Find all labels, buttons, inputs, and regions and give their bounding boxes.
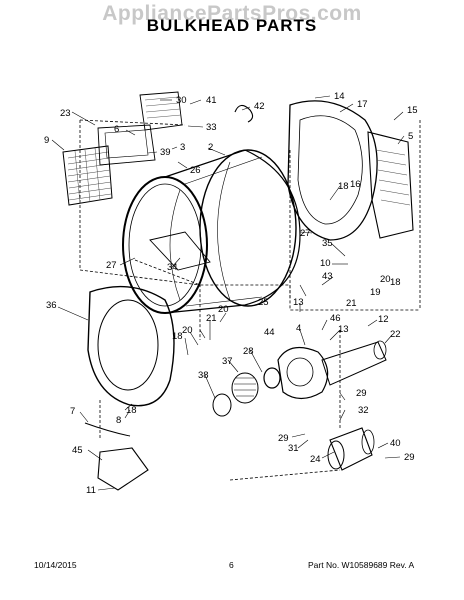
callout: 46	[330, 313, 341, 324]
callout: 17	[357, 99, 368, 110]
footer-part-number: Part No. W10589689 Rev. A	[308, 560, 415, 570]
rear-bulkhead	[287, 100, 414, 241]
callout: 37	[222, 356, 233, 367]
callout: 18	[338, 181, 349, 192]
callout: 29	[356, 388, 367, 399]
callout: 11	[86, 485, 96, 496]
drum	[122, 149, 301, 314]
footer-date: 10/14/2015	[34, 560, 77, 570]
callout: 20	[218, 304, 229, 315]
callout: 7	[70, 406, 75, 417]
callout: 24	[310, 454, 321, 465]
callout: 19	[370, 287, 381, 298]
callout: 14	[334, 91, 345, 102]
callout: 21	[206, 313, 217, 324]
callout: 18	[126, 405, 137, 416]
callout: 23	[60, 108, 71, 119]
callout: 2	[208, 142, 213, 153]
callout: 6	[114, 124, 119, 135]
callout: 4	[296, 323, 301, 334]
leader-lines	[51, 95, 405, 491]
callout: 25	[258, 297, 269, 308]
callout: 27	[300, 228, 311, 239]
callout: 26	[190, 165, 201, 176]
callout: 36	[46, 300, 57, 311]
page-title: BULKHEAD PARTS	[146, 16, 318, 35]
watermark: AppliancePartsPros.com	[102, 2, 362, 25]
callout: 18	[172, 331, 183, 342]
callout: 40	[390, 438, 401, 449]
callout: 43	[322, 271, 333, 282]
callout: 33	[206, 122, 217, 133]
callout: 13	[338, 324, 349, 335]
callout: 8	[116, 415, 121, 426]
callout: 5	[408, 131, 413, 142]
blower-fan	[212, 367, 281, 417]
callout: 16	[350, 179, 361, 190]
callout: 31	[288, 443, 299, 454]
callout: 20	[380, 274, 391, 285]
callout: 18	[390, 277, 401, 288]
callout: 32	[358, 405, 369, 416]
callout: 44	[264, 327, 275, 338]
callout: 12	[378, 314, 389, 325]
callout: 38	[198, 370, 209, 381]
callout: 3	[180, 142, 185, 153]
callout: 39	[160, 147, 171, 158]
callout: 13	[293, 297, 304, 308]
callout: 15	[407, 105, 418, 116]
callout-numbers: 30 41 42 14 17 15 23 6 33 3 5 9 39 2 26 …	[44, 91, 418, 496]
lint-grille	[62, 145, 113, 206]
wire-harness	[234, 104, 254, 123]
blower-housing	[277, 340, 387, 400]
callout: 29	[278, 433, 289, 444]
callout: 10	[320, 258, 331, 269]
vent-duct	[84, 422, 149, 491]
callout: 9	[44, 135, 49, 146]
footer-page-number: 6	[229, 560, 234, 570]
callout: 20	[182, 325, 193, 336]
callout: 22	[390, 329, 401, 340]
front-bulkhead	[87, 285, 175, 407]
callout: 27	[106, 260, 117, 271]
callout: 30	[176, 95, 187, 106]
callout: 45	[72, 445, 83, 456]
callout: 21	[346, 298, 357, 309]
drive-motor	[327, 427, 375, 471]
callout: 35	[322, 238, 333, 249]
callout: 42	[254, 101, 265, 112]
callout: 28	[243, 346, 254, 357]
callout: 34	[167, 262, 178, 273]
callout: 29	[404, 452, 415, 463]
callout: 41	[206, 95, 217, 106]
duct-parts	[97, 91, 183, 166]
